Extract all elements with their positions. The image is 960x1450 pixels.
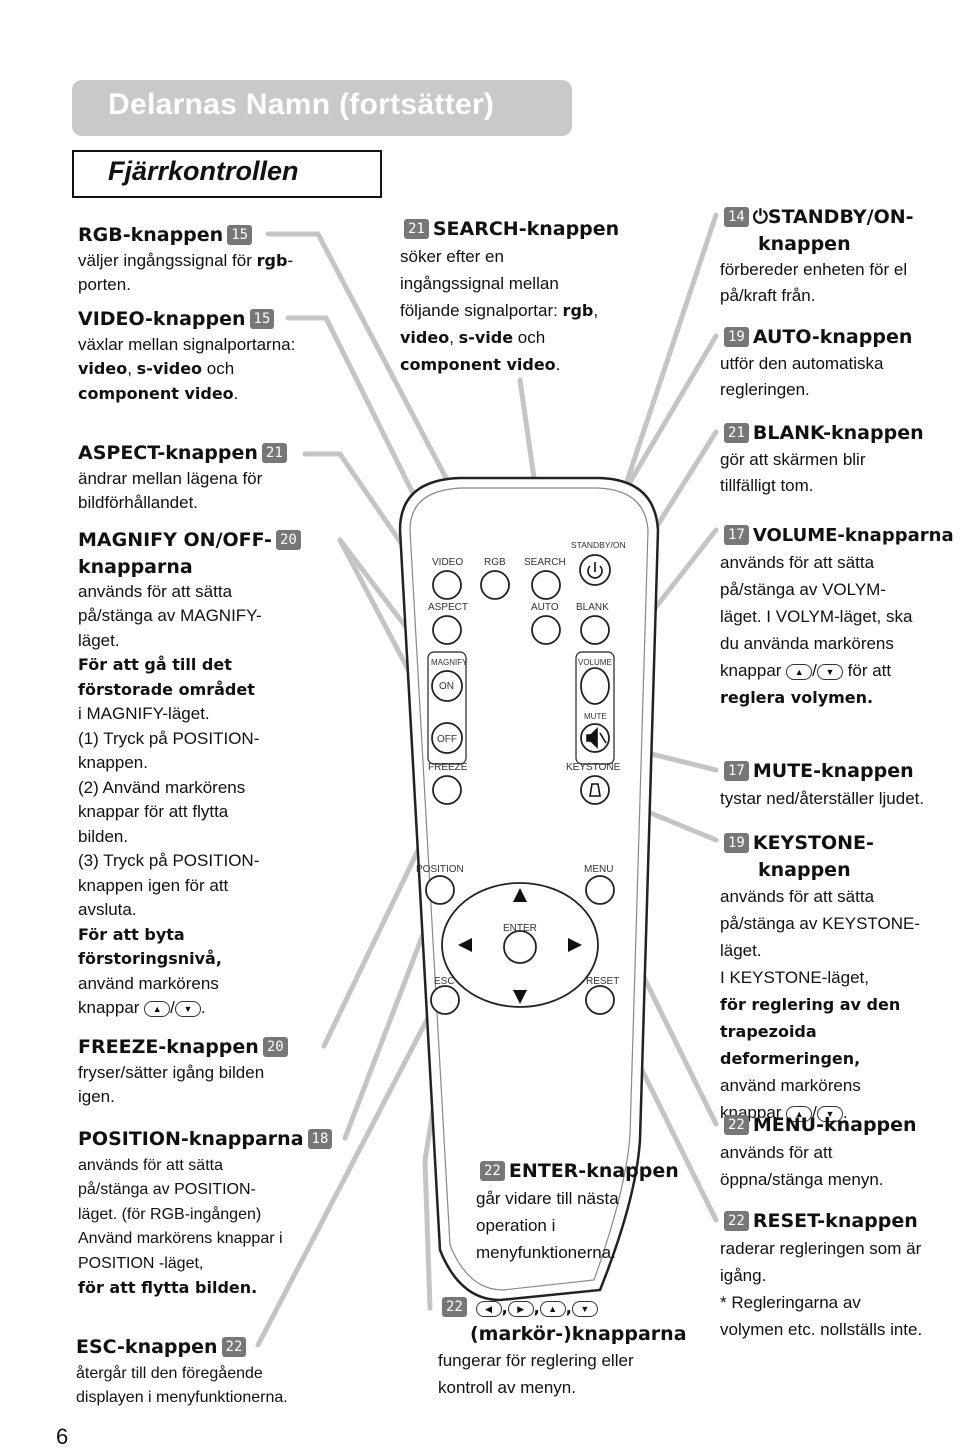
search-button[interactable] (531, 570, 561, 600)
rl-esc: ESC (434, 976, 455, 987)
mute-speaker-icon (586, 727, 598, 749)
rl-blank: BLANK (576, 602, 609, 613)
freeze-button[interactable] (432, 775, 462, 805)
cursor-arrows (458, 888, 582, 1004)
rl-search: SEARCH (524, 557, 566, 568)
rl-on: ON (439, 681, 454, 692)
position-button[interactable] (425, 875, 455, 905)
auto-button[interactable] (531, 615, 561, 645)
arrow-left-icon (458, 938, 472, 952)
down-key-icon: ▼ (571, 1301, 598, 1317)
rl-rgb: RGB (484, 557, 506, 568)
rl-video: VIDEO (432, 557, 463, 568)
arrow-up-icon (513, 888, 527, 902)
magnify-on-button[interactable] (431, 670, 463, 702)
page-number: 6 (56, 1424, 69, 1449)
arrow-right-icon (568, 938, 582, 952)
header-bar (72, 80, 572, 136)
subtitle-box (72, 150, 382, 198)
menu-button[interactable] (585, 875, 615, 905)
blank-button[interactable] (580, 615, 610, 645)
up-key-icon: ▲ (786, 664, 813, 680)
down-key-icon: ▼ (816, 664, 843, 680)
power-icon (587, 565, 603, 579)
right-key-icon: ▶ (507, 1301, 534, 1317)
rl-reset: RESET (586, 976, 619, 987)
cursor-description: 22 ◀,▶,▲,▼ (markör-)knapparna fungerar f… (438, 1297, 687, 1397)
section-title: Fjärrkontrollen (108, 156, 299, 186)
rl-auto: AUTO (531, 602, 559, 613)
rl-magnify: MAGNIFY (431, 658, 468, 667)
rl-position: POSITION (416, 864, 464, 875)
aspect-button[interactable] (432, 615, 462, 645)
rl-off: OFF (437, 734, 457, 745)
rl-aspect: ASPECT (428, 602, 468, 613)
rl-enter: ENTER (503, 923, 537, 934)
rl-keystone: KEYSTONE (566, 762, 621, 773)
rl-standby: STANDBY/ON (571, 540, 626, 550)
up-key-icon: ▲ (786, 1106, 813, 1122)
rl-menu: MENU (584, 864, 613, 875)
up-key-icon: ▲ (539, 1301, 566, 1317)
magnify-description: MAGNIFY ON/OFF-20 knapparna används för … (78, 527, 305, 1021)
keystone-icon (589, 783, 601, 797)
magnify-off-button[interactable] (431, 722, 463, 754)
rl-freeze: FREEZE (428, 762, 468, 773)
down-key-icon: ▼ (816, 1106, 843, 1122)
rl-mute: MUTE (584, 712, 607, 721)
volume-group (575, 651, 615, 765)
keystone-button[interactable] (580, 775, 610, 805)
left-key-icon: ◀ (475, 1301, 502, 1317)
esc-button[interactable] (430, 985, 460, 1015)
magnify-group (427, 651, 467, 765)
rgb-button[interactable] (480, 570, 510, 600)
arrow-down-icon (513, 990, 527, 1004)
standby-description: 14⏻STANDBY/ON- knappen förbereder enhete… (720, 206, 914, 305)
reset-button[interactable] (585, 985, 615, 1015)
down-key-icon: ▼ (174, 1001, 201, 1017)
enter-button[interactable] (503, 930, 537, 964)
page-title: Delarnas Namn (fortsätter) (108, 88, 495, 121)
video-button[interactable] (432, 570, 462, 600)
up-key-icon: ▲ (144, 1001, 171, 1017)
rl-volume: VOLUME (578, 658, 612, 667)
volume-button[interactable] (580, 667, 610, 705)
